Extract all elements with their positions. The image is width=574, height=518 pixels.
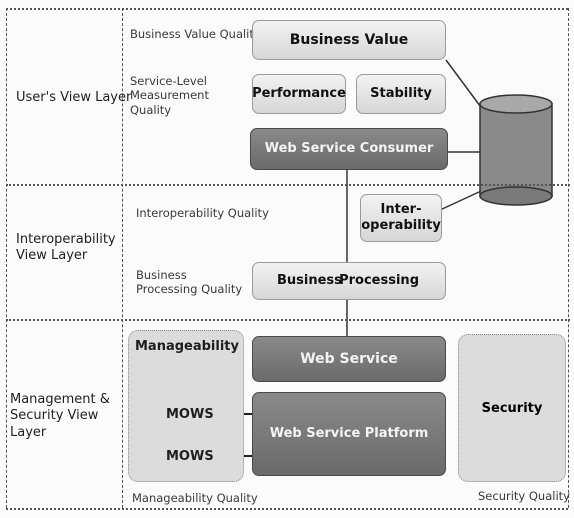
layer-divider-2 [6,319,570,321]
security-panel: Security [458,334,566,482]
interoperability-box: Inter-operability [360,194,442,242]
business-processing-box: Business Processing [252,262,446,300]
business-value-quality-label: Business Value Quality [130,27,261,41]
performance-box: Performance [252,74,346,114]
business-processing-right-label: Processing [339,273,419,289]
frame-right-border [568,8,569,508]
business-processing-quality-label: Business Processing Quality [136,268,243,297]
column-divider [122,8,123,508]
web-service-box: Web Service [252,336,446,382]
security-quality-label: Security Quality [478,489,570,503]
database-icon [479,94,553,206]
manageability-panel: Manageability [128,330,244,482]
business-processing-left-label: Business [277,273,342,289]
web-service-platform-box: Web Service Platform [252,392,446,476]
mows-top-label: MOWS [166,407,214,422]
stability-box: Stability [356,74,446,114]
frame-left-border [6,8,7,508]
management-security-view-layer-label: Management & Security View Layer [10,392,110,440]
manageability-quality-label: Manageability Quality [132,491,258,505]
interoperability-view-layer-label: Interoperability View Layer [16,232,116,264]
manageability-panel-title: Manageability [135,339,239,354]
security-panel-title: Security [481,400,543,416]
web-service-consumer-box: Web Service Consumer [250,128,448,170]
layer-divider-1 [6,184,570,186]
service-level-quality-label: Service-Level Measurement Quality [130,74,209,117]
interoperability-quality-label: Interoperability Quality [136,206,269,220]
mows-bottom-label: MOWS [166,449,214,464]
business-value-box: Business Value [252,20,446,60]
users-view-layer-label: User's View Layer [16,90,132,105]
frame-bottom-border [6,508,568,510]
frame-top-border [6,8,568,10]
